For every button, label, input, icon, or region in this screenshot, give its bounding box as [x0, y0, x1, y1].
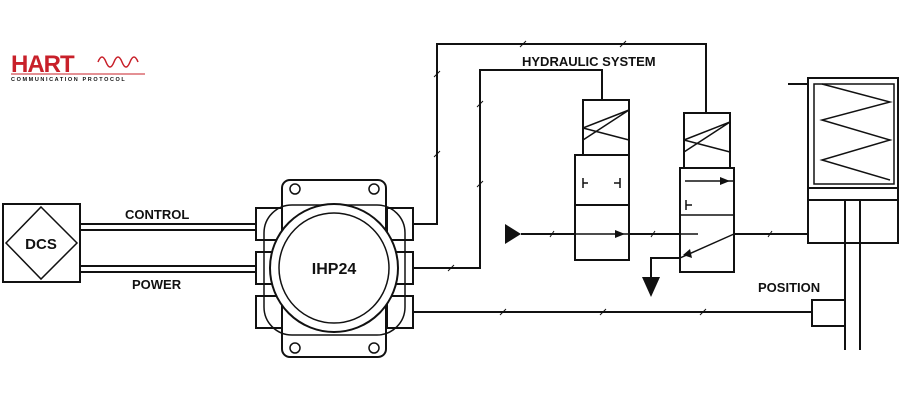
hydraulic-line-outer	[413, 43, 707, 225]
valve-left-flow-arrow-icon	[615, 230, 625, 238]
drain	[642, 257, 680, 297]
actuator	[788, 77, 899, 350]
ihp24-device: IHP24	[255, 179, 414, 358]
valve-left	[574, 99, 630, 261]
actuator-spring-icon	[819, 83, 893, 181]
device-inner-ring	[278, 212, 390, 324]
screw-top-right-icon	[368, 183, 380, 195]
position-sensor	[811, 299, 846, 327]
supply-arrow-icon	[505, 224, 521, 244]
valve-right	[679, 112, 735, 273]
screw-top-left-icon	[289, 183, 301, 195]
right-port-top	[386, 207, 414, 241]
drain-line	[650, 257, 680, 277]
hart-logo: HART COMMUNICATION PROTOCOL	[11, 51, 145, 83]
hart-wave-icon	[97, 56, 139, 68]
valve-left-solenoid	[582, 99, 630, 156]
device-outer-ring	[269, 203, 399, 333]
valve-right-solenoid	[683, 112, 731, 169]
valve-right-coil-icon	[683, 121, 731, 153]
control-label: CONTROL	[125, 207, 189, 222]
hart-tagline: COMMUNICATION PROTOCOL	[11, 77, 126, 83]
dcs-label: DCS	[25, 236, 57, 253]
left-port-top	[255, 207, 283, 241]
dcs-box	[2, 203, 81, 283]
position-label: POSITION	[758, 280, 820, 295]
valve-left-coil-icon	[582, 109, 630, 141]
signal-wires: CONTROL POWER	[80, 207, 256, 292]
valve-right-diag-arrow-icon	[683, 249, 692, 258]
drain-arrow-icon	[642, 277, 660, 297]
actuator-spring-chamber	[813, 83, 895, 185]
dcs-diamond-icon	[4, 205, 79, 281]
dcs-block: DCS	[2, 203, 81, 283]
valve-right-upper-arrow-icon	[720, 177, 730, 185]
hydraulic-lines: HYDRAULIC SYSTEM POSITION	[413, 40, 820, 316]
hydraulic-line-inner	[413, 69, 603, 269]
hydraulic-system-label: HYDRAULIC SYSTEM	[522, 54, 656, 69]
device-label: IHP24	[312, 261, 357, 278]
power-label: POWER	[132, 277, 182, 292]
screw-bottom-right-icon	[368, 342, 380, 354]
screw-bottom-left-icon	[289, 342, 301, 354]
line-ticks	[433, 40, 707, 316]
supply-flow	[505, 224, 575, 244]
